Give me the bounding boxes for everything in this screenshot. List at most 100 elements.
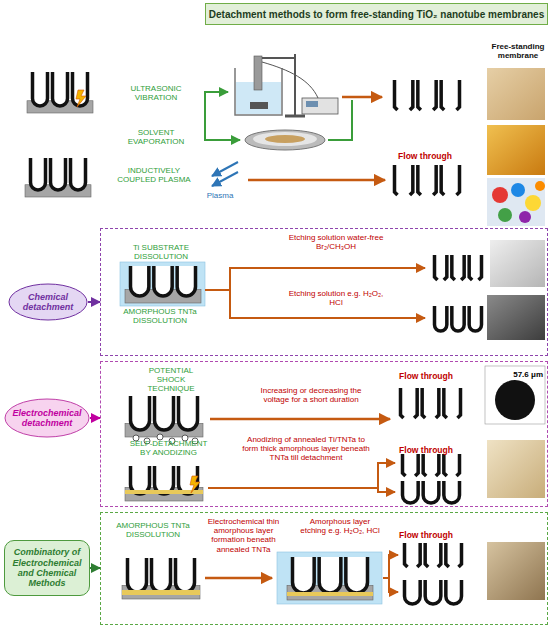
method-name: INDUCTIVELY COUPLED PLASMA: [108, 166, 200, 184]
petri-dish: [245, 130, 325, 150]
flow-arrow: [212, 172, 238, 186]
method-name: SELF-DETACHMENT BY ANODIZING: [126, 439, 211, 457]
photo-ball: [535, 181, 545, 191]
nanotube: [179, 396, 198, 430]
nanotube-array: [122, 558, 200, 599]
photo-ball: [492, 187, 508, 203]
nanotube: [319, 557, 341, 593]
nanotube: [401, 388, 418, 418]
process-note: Increasing or decreasing the voltage for…: [251, 386, 371, 404]
membrane-photo: [485, 366, 545, 424]
method-group-box: AMORPHOUS TNTa DISSOLUTIONElectrochemica…: [100, 512, 548, 625]
method-name: POTENTIAL SHOCK TECHNIQUE: [136, 366, 206, 394]
nanotube: [444, 388, 461, 418]
flow-arrow: [229, 267, 425, 269]
nanotube-array: [405, 580, 462, 604]
method-name: AMORPHOUS TNTa DISSOLUTION: [111, 521, 195, 539]
etching-bath: [277, 552, 382, 604]
method-name: Ti SUBSTRATE DISSOLUTION: [121, 243, 201, 261]
nanotube: [346, 557, 368, 593]
stand-arm: [258, 57, 295, 59]
nanotube: [446, 543, 462, 567]
nanotube-array: [125, 396, 203, 437]
nanotube: [31, 158, 46, 190]
nanotube: [131, 266, 149, 296]
lightning-symbol: [76, 90, 86, 107]
nanotube-array: [395, 80, 460, 110]
nanotube: [177, 266, 195, 296]
method-name: SOLVENT EVAPORATION: [112, 128, 200, 146]
nanotube: [425, 580, 441, 604]
flow-arrow: [342, 96, 382, 99]
flow-arrow: [229, 317, 425, 319]
photo-ball: [519, 211, 531, 223]
sample: [250, 102, 268, 109]
lightning-symbol: [190, 476, 200, 493]
nanotube: [51, 158, 66, 190]
method-name: AMORPHOUS TNTa DISSOLUTION: [116, 307, 204, 325]
photo-ball: [511, 183, 525, 197]
flow-arrow: [328, 100, 352, 140]
amorphous-layer: [287, 592, 373, 596]
nanotube: [405, 580, 421, 604]
nanotube: [423, 454, 439, 476]
flow-through-label: Flow through: [391, 531, 461, 541]
category-arrow: [90, 567, 100, 569]
flow-arrow: [377, 491, 395, 493]
category-label: Chemical detachment: [13, 292, 83, 313]
nanotube: [128, 558, 147, 592]
category-arrow: [88, 301, 100, 303]
nanotube-array: [125, 266, 201, 303]
title-text: Detachment methods to form free-standing…: [209, 9, 544, 20]
oval-shape: [5, 399, 89, 437]
petri-dish-inner: [253, 132, 317, 146]
nanotube: [155, 466, 174, 494]
nanotube: [435, 255, 447, 280]
nanotube: [441, 165, 459, 195]
nanotube-array: [27, 72, 93, 113]
generator-display: [306, 101, 318, 107]
membrane-photo: [487, 68, 545, 120]
nanotube: [469, 255, 481, 280]
nanotube: [422, 388, 439, 418]
nanotube: [33, 72, 48, 106]
process-note: Etching solution water-free Br₂/CH₃OH: [286, 233, 386, 251]
nanotube: [444, 481, 460, 503]
flow-arrow: [377, 462, 395, 464]
category-label: Electrochemical detachment: [9, 408, 85, 429]
category-oval: Chemical detachment: [8, 283, 88, 321]
nanotube-array: [435, 306, 482, 331]
nanotube: [425, 543, 441, 567]
membrane-photo: [487, 295, 545, 340]
nanotube: [152, 558, 171, 592]
nanotube-array: [125, 466, 203, 501]
stand-rod: [294, 54, 296, 116]
nanotube: [395, 165, 413, 195]
membrane-photo: [487, 125, 545, 175]
nanotube: [446, 580, 462, 604]
flow-through-label: Flow through: [390, 152, 460, 162]
ultrasonic-probe: [254, 56, 262, 90]
process-note: Amorphous layer etching e.g. H₂O₂, HCl: [296, 517, 384, 535]
nanotube: [293, 557, 315, 593]
flow-arrow: [388, 555, 390, 592]
flow-arrow: [229, 268, 231, 318]
flow-arrow: [204, 92, 206, 140]
nanotube: [423, 481, 439, 503]
nanotube: [131, 396, 150, 430]
flow-arrow: [205, 289, 230, 291]
nanotube-array: [395, 165, 460, 195]
nanotube: [435, 306, 447, 331]
nanotube-array: [403, 454, 460, 476]
category-arrow: [90, 417, 100, 419]
membrane-disc: [495, 380, 535, 420]
flow-through-label: Flow through: [391, 446, 461, 456]
nanotube: [469, 306, 481, 331]
nanotube: [444, 454, 460, 476]
nanotube: [71, 158, 86, 190]
oval-shape: [9, 284, 87, 320]
nanotube: [405, 543, 421, 567]
photo-ball: [525, 195, 541, 211]
